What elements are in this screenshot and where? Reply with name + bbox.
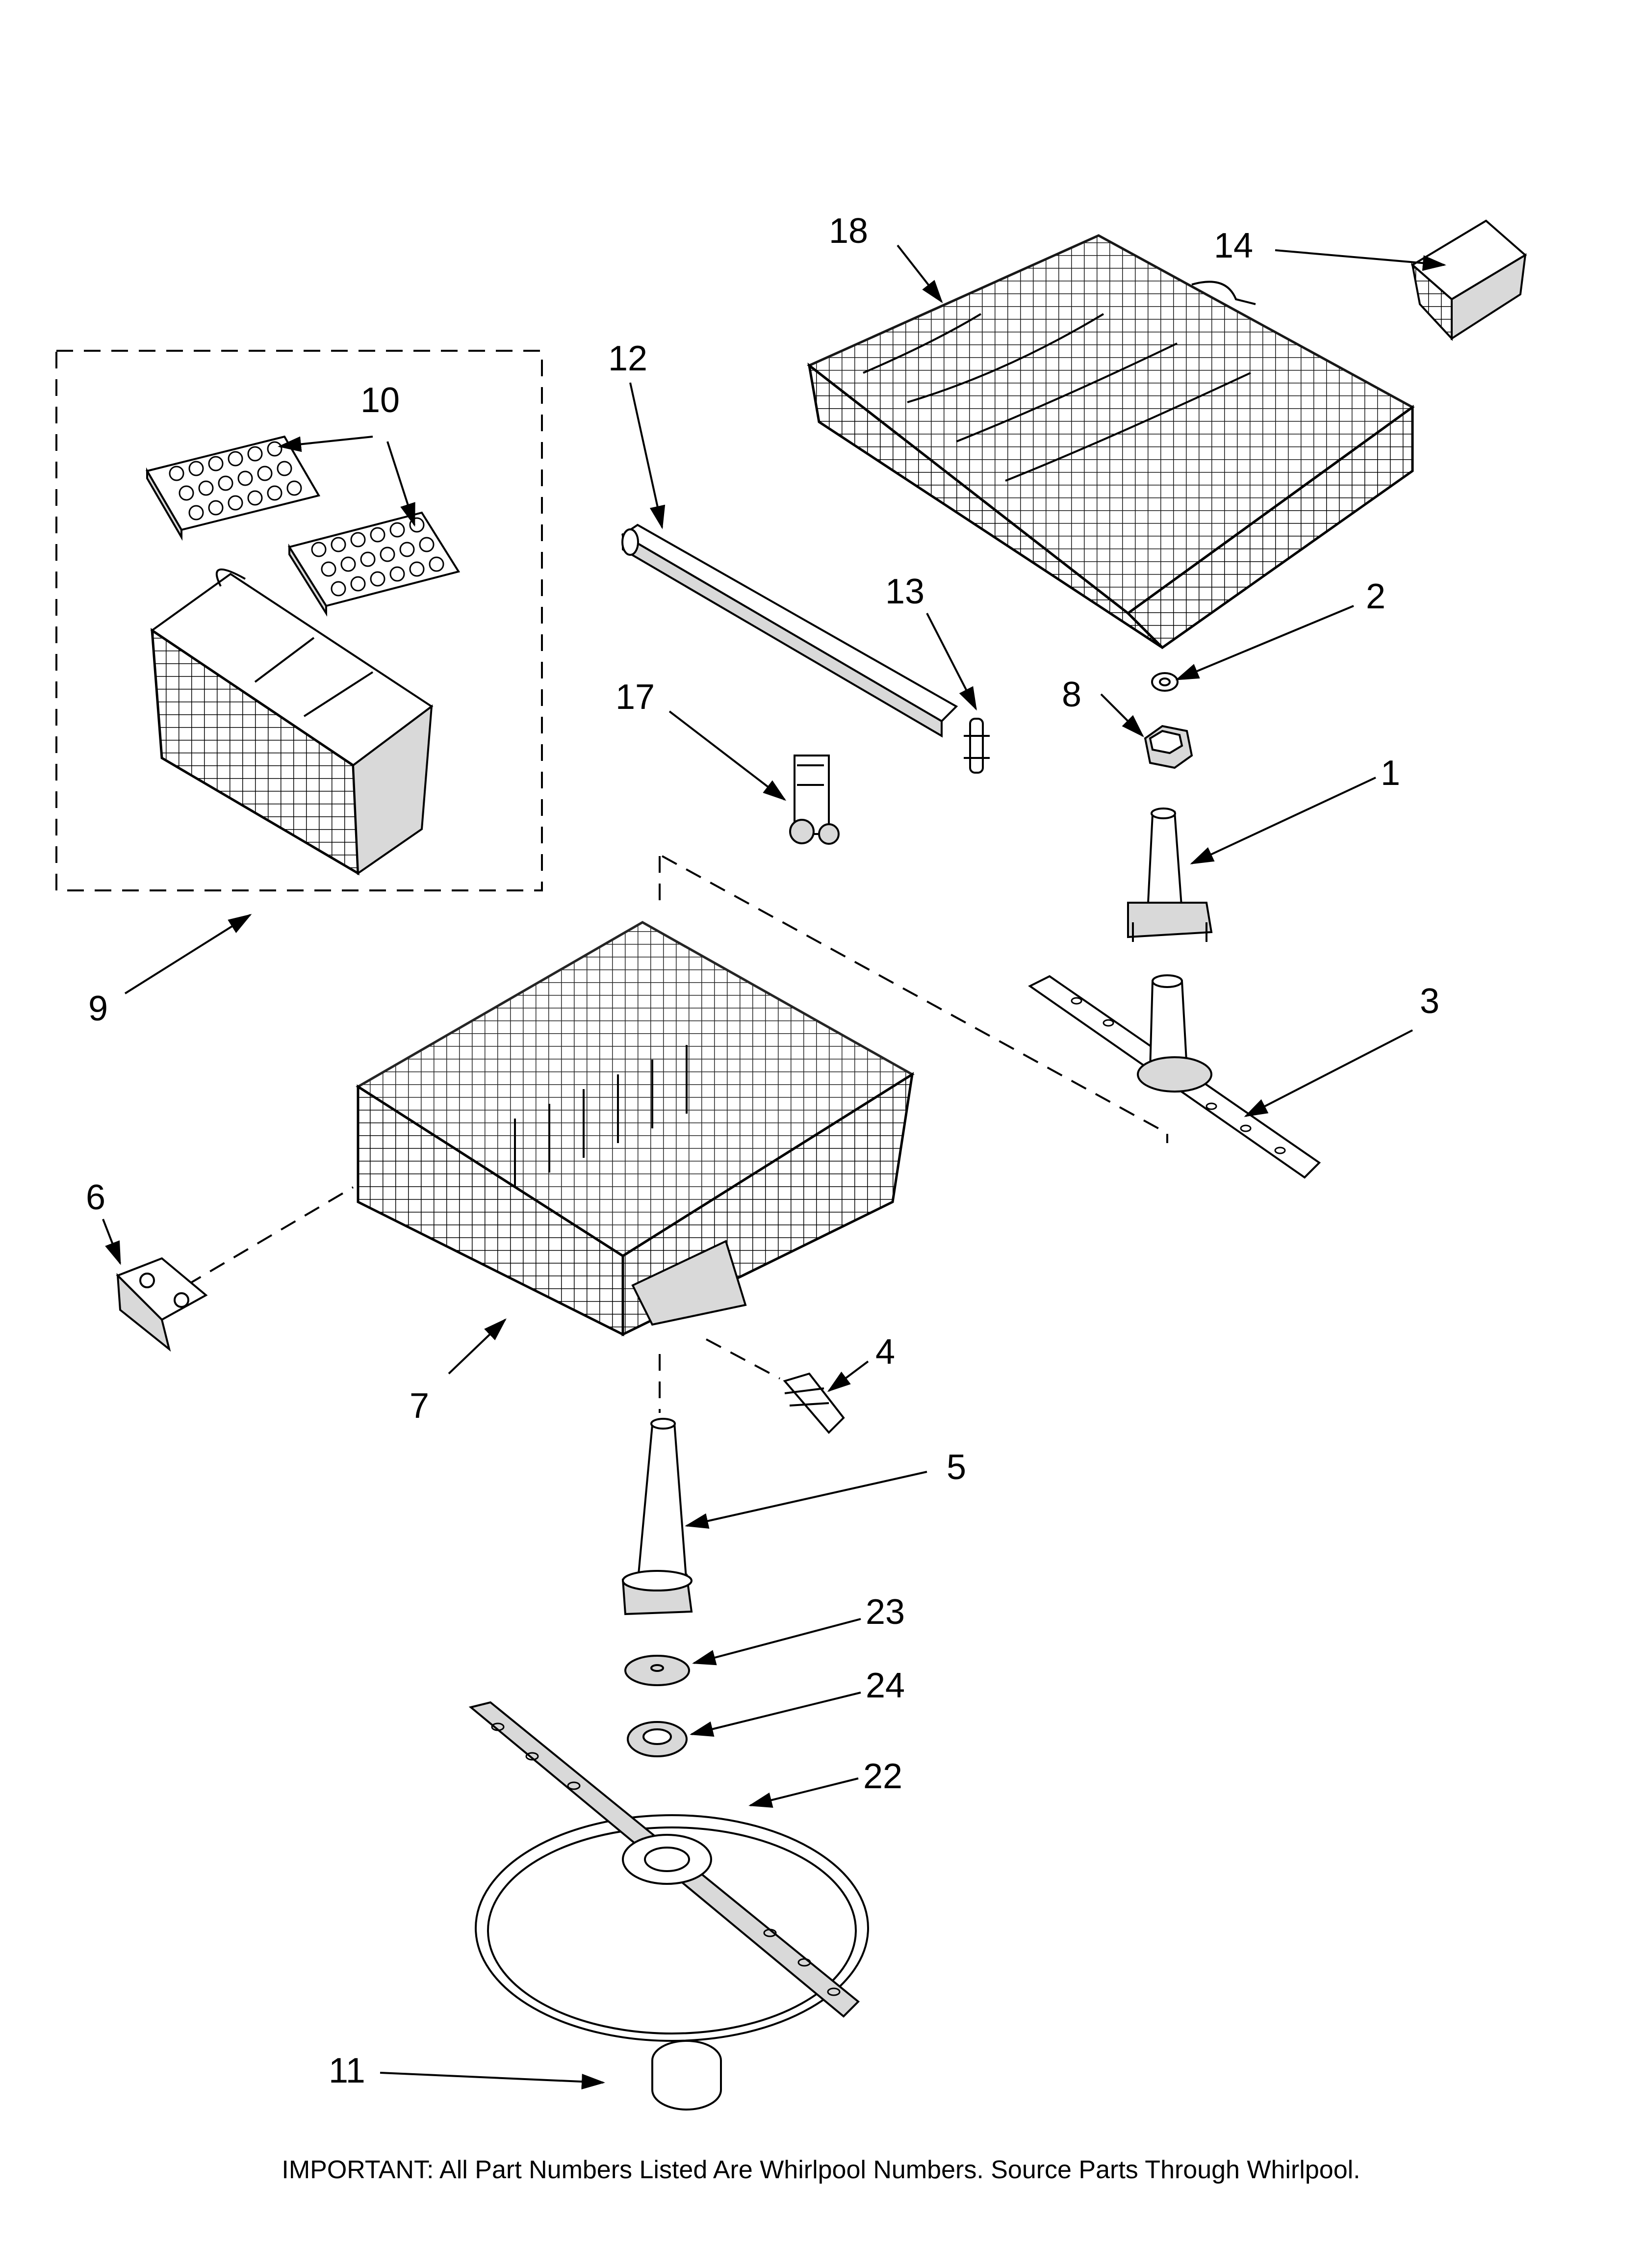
clip-leader-dash (706, 1338, 780, 1380)
filter-ring (651, 2040, 722, 2111)
callout-7: 7 (410, 1386, 429, 1426)
callout-23: 23 (866, 1592, 905, 1632)
callout-4: 4 (875, 1332, 895, 1372)
bearing (627, 1721, 688, 1757)
callout-6: 6 (86, 1178, 105, 1217)
upper-washer (1151, 672, 1179, 692)
basket-cover-1 (145, 435, 321, 541)
callout-3: 3 (1420, 982, 1439, 1021)
upper-spray-arm (1028, 974, 1321, 1179)
rack-rail (621, 523, 958, 738)
footer-note: IMPORTANT: All Part Numbers Listed Are W… (282, 2156, 1360, 2184)
callout-labels: 18 14 10 12 13 17 2 8 1 3 9 6 7 4 5 23 2… (86, 211, 1439, 2090)
spray-nut (1144, 725, 1193, 769)
cutlery-basket (150, 568, 434, 876)
callout-22: 22 (863, 1757, 902, 1796)
rail-stop (964, 718, 990, 774)
callout-17: 17 (616, 678, 655, 717)
callout-11: 11 (329, 2051, 365, 2090)
callout-10: 10 (360, 381, 400, 420)
rack-alignment-line (659, 855, 1168, 1143)
callout-18: 18 (829, 211, 868, 251)
callout-5: 5 (947, 1448, 966, 1487)
callout-24: 24 (866, 1666, 905, 1705)
lower-rack (356, 921, 915, 1337)
callout-12: 12 (608, 339, 647, 378)
callout-14: 14 (1214, 226, 1253, 265)
callout-13: 13 (885, 572, 924, 611)
callout-1: 1 (1381, 754, 1400, 793)
washer (624, 1655, 690, 1686)
rack-adjuster (789, 755, 840, 845)
lower-spray-manifold (621, 1418, 693, 1616)
roller-leader-dash (185, 1186, 354, 1286)
rack-clip (783, 1372, 845, 1434)
upper-spray-manifold (1127, 808, 1213, 942)
callout-8: 8 (1062, 675, 1081, 714)
callout-9: 9 (88, 989, 108, 1028)
cutlery-kit-dashed-box (55, 350, 543, 891)
callout-2: 2 (1366, 577, 1385, 616)
small-basket (1411, 219, 1527, 341)
upper-rack (807, 234, 1415, 650)
basket-cover-2 (287, 511, 461, 617)
leader-arrows (102, 244, 1446, 2090)
lower-spray-arm (468, 1701, 869, 2042)
rack-roller (116, 1257, 208, 1352)
cutlery-basket-kit-group (55, 350, 543, 891)
